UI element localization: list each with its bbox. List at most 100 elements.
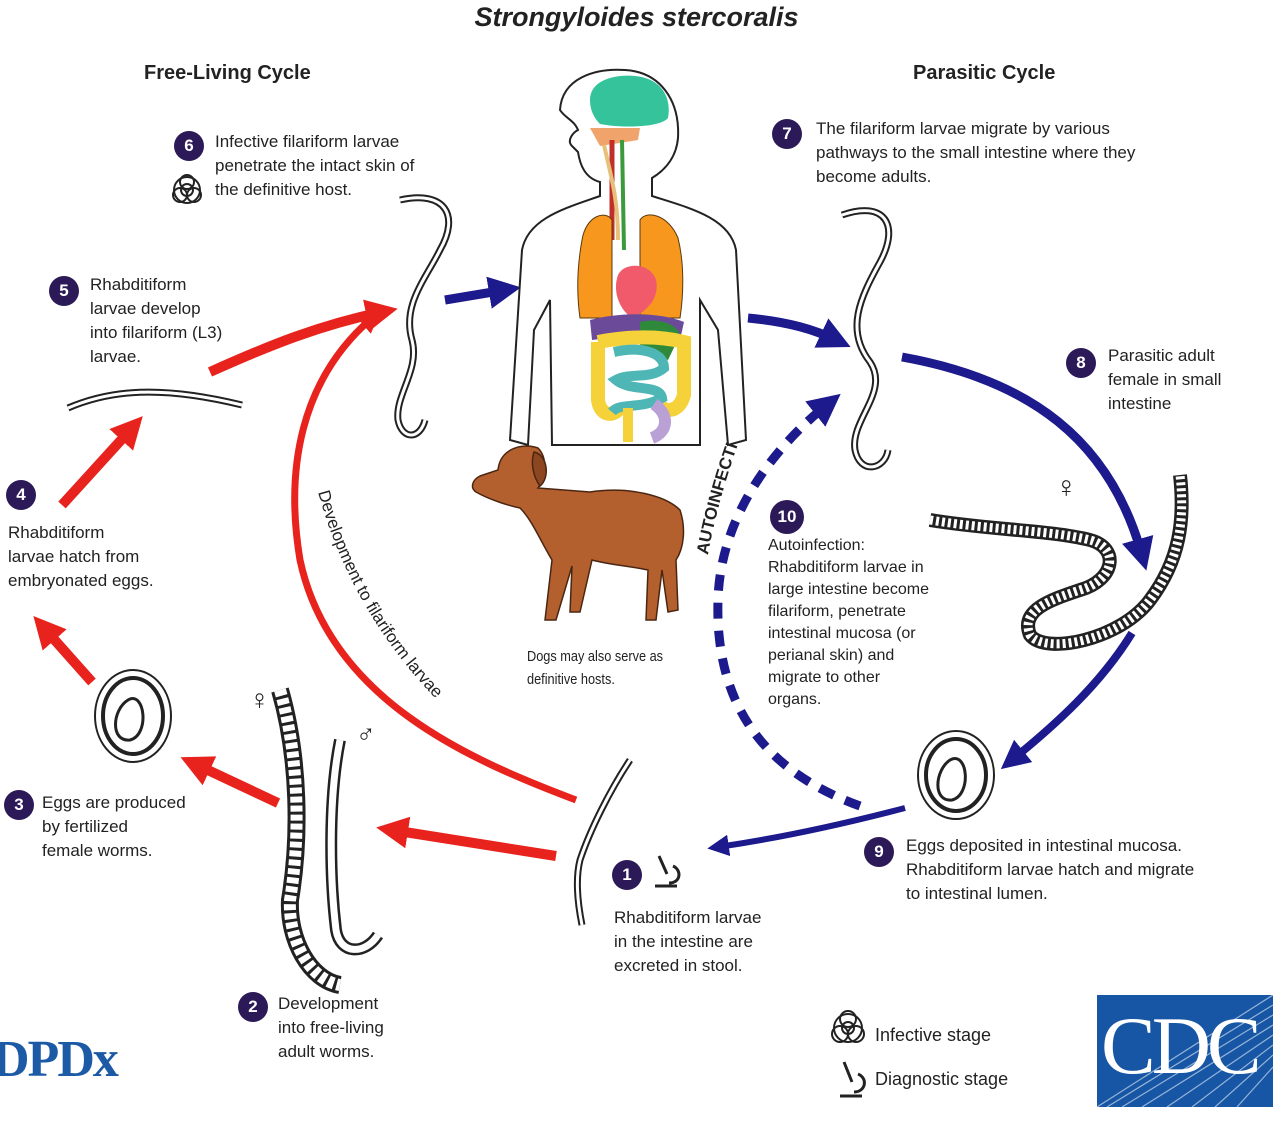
step-7-line: pathways to the small intestine where th… bbox=[816, 143, 1136, 162]
step-6-line: the definitive host. bbox=[215, 180, 353, 199]
step-1-line: Rhabditiform larvae bbox=[614, 908, 762, 927]
microscope-icon-step1 bbox=[655, 855, 681, 888]
parasitic-arrows bbox=[444, 276, 1154, 857]
step-7-text: The filariform larvae migrate by various… bbox=[816, 117, 1135, 189]
page-title: Strongyloides stercoralis bbox=[474, 2, 799, 32]
cdc-logo-rays bbox=[1097, 995, 1273, 1107]
step-8-text: Parasitic adult female in small intestin… bbox=[1108, 344, 1221, 416]
dog-illustration bbox=[471, 445, 685, 621]
step-4-line: Rhabditiform bbox=[8, 523, 105, 542]
step-1-text: Rhabditiform larvae in the intestine are… bbox=[614, 906, 761, 978]
step-7-line: The filariform larvae migrate by various bbox=[816, 119, 1110, 138]
step-badge-9: 9 bbox=[864, 837, 894, 867]
step-badge-3: 3 bbox=[4, 790, 34, 820]
step-10-line: Autoinfection: bbox=[768, 537, 865, 554]
cdc-logo-text: CDC bbox=[1101, 1000, 1262, 1091]
step-9-line: to intestinal lumen. bbox=[906, 884, 1048, 903]
development-curve-text: Development to filariform larvae bbox=[314, 488, 446, 701]
step-4-text: Rhabditiform larvae hatch from embryonat… bbox=[8, 521, 154, 593]
step-7-line: become adults. bbox=[816, 167, 932, 186]
step-3-text: Eggs are produced by fertilized female w… bbox=[42, 791, 186, 863]
step-4-line: embryonated eggs. bbox=[8, 571, 154, 590]
arrow-4-to-5 bbox=[58, 416, 143, 509]
step-5-line: into filariform (L3) bbox=[90, 323, 223, 342]
dpdx-logo: DPDx bbox=[0, 1031, 119, 1088]
human-host-illustration bbox=[508, 68, 748, 447]
step-5-text: Rhabditiform larvae develop into filarif… bbox=[90, 273, 222, 369]
step-10-line: organs. bbox=[768, 691, 822, 708]
larvae-illustrations bbox=[66, 194, 1189, 994]
development-curve-label: Development to filariform larvae bbox=[314, 488, 446, 701]
step-5-line: larvae. bbox=[90, 347, 142, 366]
step-10-line: intestinal mucosa (or bbox=[768, 625, 916, 642]
egg-illustrations bbox=[94, 669, 995, 820]
step-badge-6: 6 bbox=[174, 131, 204, 161]
arrow-1-to-2 bbox=[376, 816, 557, 861]
step-6-text: Infective filariform larvae penetrate th… bbox=[215, 130, 414, 202]
step-10-text: Autoinfection: Rhabditiform larvae in la… bbox=[768, 535, 929, 711]
biohazard-icon-step6 bbox=[172, 174, 202, 204]
arrow-8-to-9 bbox=[1000, 630, 1136, 770]
step-8-line: intestine bbox=[1108, 394, 1172, 413]
step-5-line: Rhabditiform bbox=[90, 275, 187, 294]
step-6-line: Infective filariform larvae bbox=[215, 132, 400, 151]
step-1-line: in the intestine are bbox=[614, 932, 753, 951]
step-badge-5: 5 bbox=[49, 276, 79, 306]
parasitic-cycle-title: Parasitic Cycle bbox=[913, 62, 1056, 84]
free-living-arrows bbox=[33, 299, 578, 861]
step-10-line: migrate to other bbox=[768, 669, 881, 686]
step-10-line: perianal skin) and bbox=[768, 647, 895, 664]
step-6-line: penetrate the intact skin of bbox=[215, 156, 415, 175]
step-1-line: excreted in stool. bbox=[614, 956, 743, 975]
step-2-text: Development into free-living adult worms… bbox=[278, 992, 384, 1064]
arrow-host-to-7 bbox=[747, 313, 851, 348]
step-8-line: female in small bbox=[1108, 370, 1222, 389]
step-3-line: Eggs are produced bbox=[42, 793, 186, 812]
arrow-9-to-1 bbox=[707, 805, 906, 857]
step-10-line: large intestine become bbox=[768, 581, 929, 598]
step-3-line: by fertilized bbox=[42, 817, 128, 836]
cdc-logo: CDC bbox=[1097, 995, 1273, 1107]
step-8-line: Parasitic adult bbox=[1108, 346, 1215, 365]
step-3-line: female worms. bbox=[42, 841, 153, 860]
step-badge-10: 10 bbox=[770, 500, 804, 534]
step-9-line: Rhabditiform larvae hatch and migrate bbox=[906, 860, 1195, 879]
step-2-line: Development bbox=[278, 994, 379, 1013]
male-symbol-free-living: ♂ bbox=[356, 719, 376, 749]
legend-diagnostic-stage: Diagnostic stage bbox=[875, 1069, 1009, 1089]
filariform-larva-6 bbox=[394, 194, 453, 439]
step-badge-8: 8 bbox=[1066, 348, 1096, 378]
step-9-line: Eggs deposited in intestinal mucosa. bbox=[906, 836, 1182, 855]
biohazard-icon bbox=[831, 1010, 865, 1043]
step-5-line: larvae develop bbox=[90, 299, 201, 318]
step-badge-4: 4 bbox=[6, 480, 36, 510]
arrow-7-to-8 bbox=[901, 352, 1154, 571]
legend-infective-stage: Infective stage bbox=[875, 1025, 992, 1045]
arrow-6-to-host bbox=[444, 276, 521, 309]
step-badge-2: 2 bbox=[238, 992, 268, 1022]
microscope-icon bbox=[840, 1061, 866, 1098]
step-10-line: Rhabditiform larvae in bbox=[768, 559, 924, 576]
free-living-cycle-title: Free-Living Cycle bbox=[144, 62, 311, 84]
step-4-line: larvae hatch from bbox=[8, 547, 140, 566]
female-symbol-free-living: ♀ bbox=[249, 684, 270, 715]
dog-caption-line: definitive hosts. bbox=[527, 671, 615, 688]
legend-icons bbox=[172, 174, 866, 1098]
arrow-1-to-6-long bbox=[291, 310, 578, 804]
step-badge-7: 7 bbox=[772, 119, 802, 149]
dog-caption-line: Dogs may also serve as bbox=[527, 648, 664, 665]
arrow-autoinfection bbox=[713, 393, 862, 811]
arrow-5-to-6 bbox=[207, 299, 398, 377]
step-badge-1: 1 bbox=[612, 860, 642, 890]
filariform-larva-7 bbox=[840, 207, 893, 471]
dog-caption: Dogs may also serve as definitive hosts. bbox=[527, 645, 663, 691]
female-symbol-parasitic: ♀ bbox=[1055, 471, 1078, 504]
arrow-2-to-3 bbox=[180, 756, 281, 808]
step-2-line: adult worms. bbox=[278, 1042, 375, 1061]
step-9-text: Eggs deposited in intestinal mucosa. Rha… bbox=[906, 834, 1194, 906]
step-2-line: into free-living bbox=[278, 1018, 384, 1037]
step-10-line: filariform, penetrate bbox=[768, 603, 906, 620]
arrow-3-to-4 bbox=[33, 616, 96, 686]
